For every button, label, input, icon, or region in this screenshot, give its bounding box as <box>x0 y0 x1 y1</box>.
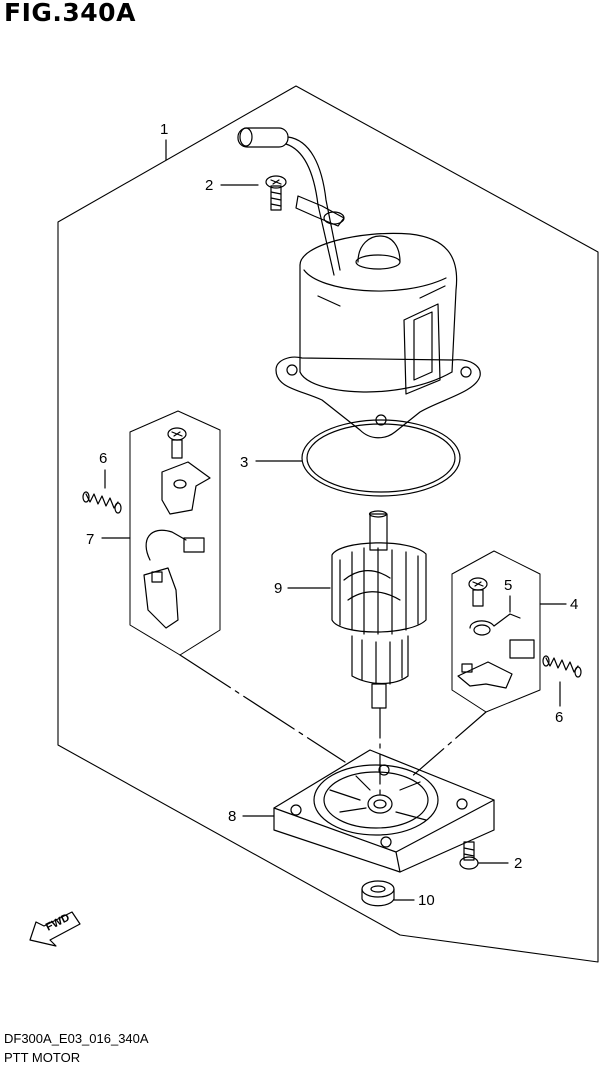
motor-lead-wire-icon <box>237 127 345 276</box>
assembly-boundary <box>57 85 599 963</box>
svg-text:2: 2 <box>514 855 522 872</box>
armature-icon <box>331 510 427 709</box>
svg-text:1: 1 <box>160 121 168 138</box>
brush-screw-icon <box>468 577 488 607</box>
svg-text:3: 3 <box>240 454 248 471</box>
brush-holder-icon <box>161 461 211 515</box>
ptt-motor-assembly-icon <box>275 232 481 439</box>
callout-2-bottom: 2 <box>477 855 522 872</box>
figure-code: DF300A_E03_016_340A <box>4 1031 149 1046</box>
svg-text:8: 8 <box>228 808 236 825</box>
figure-name: PTT MOTOR <box>4 1050 81 1065</box>
svg-text:4: 4 <box>570 596 578 613</box>
brush-set-icon <box>143 529 205 629</box>
brush-holder-icon <box>457 613 535 689</box>
brush-set-right-boundary <box>451 550 541 713</box>
screw-icon <box>459 841 479 870</box>
seal-icon <box>361 880 395 907</box>
alignment-line-right <box>409 711 487 779</box>
alignment-line-left <box>179 654 346 763</box>
spring-icon <box>82 491 122 514</box>
svg-text:6: 6 <box>555 709 563 726</box>
brush-screw-icon <box>167 427 187 459</box>
o-ring-icon <box>301 419 461 497</box>
callout-6-right: 6 <box>555 681 563 726</box>
brush-set-left-boundary <box>129 410 221 656</box>
svg-text:2: 2 <box>205 177 213 194</box>
callout-1: 1 <box>160 121 168 161</box>
fwd-arrow-icon: FWD <box>29 911 81 947</box>
callout-9: 9 <box>274 580 331 597</box>
callout-6-left: 6 <box>99 450 107 489</box>
callout-3: 3 <box>240 454 303 471</box>
screw-icon <box>265 175 287 211</box>
callout-5: 5 <box>504 577 512 613</box>
figure-title: FIG.340A <box>4 0 136 27</box>
spring-icon <box>542 655 582 678</box>
callout-4: 4 <box>539 596 578 613</box>
svg-text:9: 9 <box>274 580 282 597</box>
svg-text:6: 6 <box>99 450 107 467</box>
callout-7: 7 <box>86 531 131 548</box>
svg-text:7: 7 <box>86 531 94 548</box>
svg-text:10: 10 <box>418 892 435 909</box>
callout-8: 8 <box>228 808 275 825</box>
svg-text:5: 5 <box>504 577 512 594</box>
end-cap-icon <box>273 749 495 873</box>
callout-2-top: 2 <box>205 177 259 194</box>
callout-10: 10 <box>393 892 435 909</box>
